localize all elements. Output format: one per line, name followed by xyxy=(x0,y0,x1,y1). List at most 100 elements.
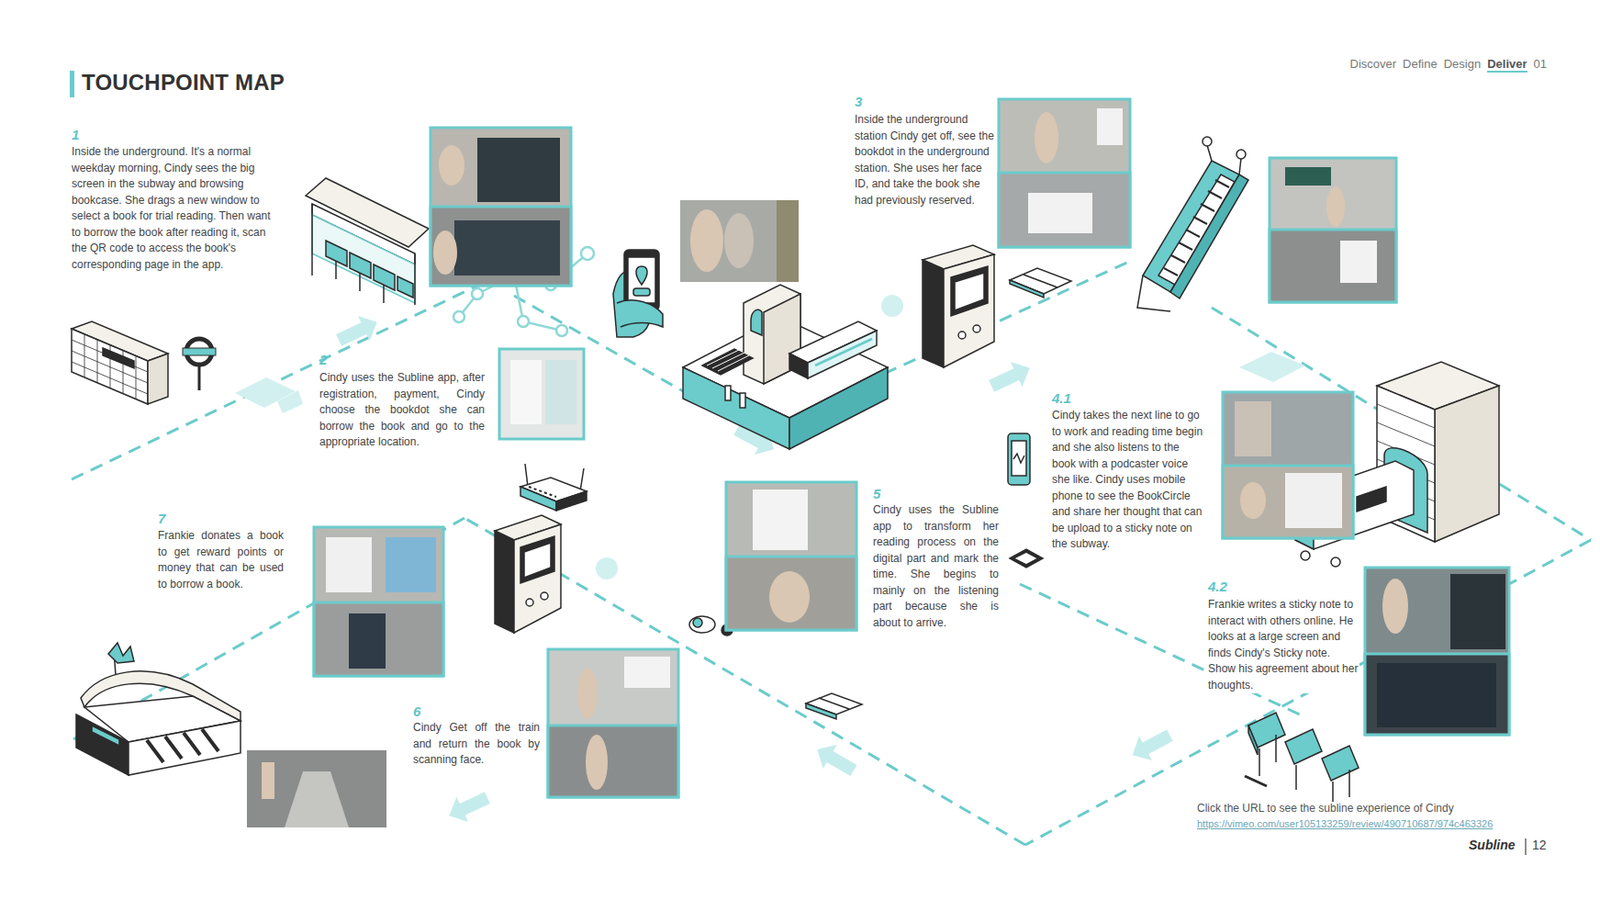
photo-panels-part xyxy=(433,230,458,275)
benches-part xyxy=(1321,745,1359,781)
photo-panels-part xyxy=(769,570,810,623)
photo-panels-part xyxy=(284,771,349,828)
footer-divider xyxy=(1524,838,1526,855)
tile-wall xyxy=(71,321,168,404)
shelter-seats-part xyxy=(397,276,414,298)
photo-panels-part xyxy=(499,348,584,439)
page-number: 12 xyxy=(1532,837,1547,852)
photo-panels-part xyxy=(313,526,444,676)
step-description: Frankie writes a sticky note to interact… xyxy=(1208,596,1360,694)
escalator-part xyxy=(1239,157,1242,175)
station-model-part xyxy=(725,385,731,401)
photo-panels-part xyxy=(454,220,560,276)
tablet xyxy=(1009,548,1043,568)
book-kiosk-part xyxy=(958,331,966,339)
open-book-part xyxy=(1023,274,1058,288)
train-icon-pale-part xyxy=(277,390,303,414)
station-model-part xyxy=(739,392,746,408)
photo-panels-part xyxy=(752,489,808,550)
tablet-part xyxy=(1013,551,1039,565)
tunnel-train-part xyxy=(1331,557,1341,567)
photo-panels-part xyxy=(1376,662,1497,728)
journey-path xyxy=(71,259,1591,845)
network-hub-part xyxy=(471,288,483,300)
network-hub-part xyxy=(453,311,465,323)
photo-panels-part xyxy=(1285,167,1332,186)
train-icon-pale-part xyxy=(1239,351,1306,382)
escalator xyxy=(1137,136,1249,312)
benches-part xyxy=(1259,734,1350,804)
router xyxy=(520,463,587,511)
project-name: Subline xyxy=(1468,837,1516,852)
photo-panels-part xyxy=(1269,157,1397,303)
phone-in-hand-part xyxy=(627,257,656,303)
nav-item: Discover xyxy=(1350,56,1398,73)
page-title: TOUCHPOINT MAP xyxy=(81,69,285,96)
photo-panels-part xyxy=(246,749,387,828)
photo-panels-part xyxy=(1269,229,1397,303)
photo-panels-part xyxy=(1028,192,1093,234)
open-book xyxy=(805,693,862,719)
subway-roundel-part xyxy=(198,364,202,391)
mobile-phone-part xyxy=(1013,453,1025,463)
step-description: Cindy Get off the train and return the b… xyxy=(413,719,540,769)
photo-panels-part xyxy=(385,537,437,593)
photo-panels-part xyxy=(998,172,1131,247)
location-pin xyxy=(881,294,904,317)
shelter-seats-part xyxy=(413,253,416,305)
tile-wall-part xyxy=(147,353,168,404)
direction-arrows-part xyxy=(333,309,383,353)
phone-in-hand xyxy=(613,249,663,337)
phone-in-hand-part xyxy=(616,300,663,327)
train-icon-pale xyxy=(1239,351,1306,382)
station-entrance-part xyxy=(76,714,129,775)
photo-panels-part xyxy=(1240,481,1266,519)
step-number: 7 xyxy=(157,510,166,526)
station-entrance xyxy=(76,642,241,775)
direction-arrows-part xyxy=(443,784,493,828)
photo-panels-part xyxy=(477,137,560,202)
book-kiosk xyxy=(922,245,995,368)
direction-arrows-part-part xyxy=(333,309,383,353)
subway-roundel xyxy=(182,338,216,391)
photo-panels-part xyxy=(624,656,671,688)
escalator-part xyxy=(1202,136,1212,146)
step-number: 3 xyxy=(854,93,862,110)
phone-in-hand-part xyxy=(636,266,648,285)
station-model-part xyxy=(750,309,762,336)
journey-path-part xyxy=(1025,539,1591,845)
photo-panels-part xyxy=(776,200,799,282)
tile-wall-part xyxy=(71,328,148,404)
mobile-phone-part xyxy=(1011,440,1027,476)
nav-item-active: Deliver xyxy=(1487,56,1527,73)
book-kiosk-part xyxy=(973,324,981,333)
photo-panels-part xyxy=(548,648,679,797)
tile-wall-part xyxy=(71,334,148,399)
network-hub-part xyxy=(556,324,568,336)
return-kiosk-part xyxy=(525,598,534,606)
photo-panels-part xyxy=(1365,567,1510,735)
earbuds-part xyxy=(689,615,716,633)
mobile-phone-part xyxy=(1007,433,1030,485)
benches xyxy=(1244,712,1359,814)
book-kiosk-part xyxy=(922,259,944,368)
photo-panels-part xyxy=(726,556,857,630)
title-bar xyxy=(69,70,75,98)
step-description: Cindy uses the Subline app to transform … xyxy=(872,502,999,631)
network-hub-part xyxy=(581,246,594,260)
photo-panels-part xyxy=(724,212,754,269)
book-kiosk-part xyxy=(943,254,995,368)
location-pin xyxy=(595,557,618,580)
photo-panels-part xyxy=(510,359,542,425)
direction-arrows-part xyxy=(1126,722,1177,767)
return-kiosk-part xyxy=(540,592,549,600)
photo-panels-part xyxy=(680,200,799,282)
direction-arrows-part-part xyxy=(1126,722,1177,767)
station-model-part xyxy=(706,349,750,371)
journey-path-part xyxy=(71,268,515,480)
photo-panels-part xyxy=(1096,108,1123,146)
photo-panels-part xyxy=(1234,401,1272,457)
station-entrance-part xyxy=(91,725,120,746)
step-description: Cindy takes the next line to go to work … xyxy=(1051,407,1205,553)
